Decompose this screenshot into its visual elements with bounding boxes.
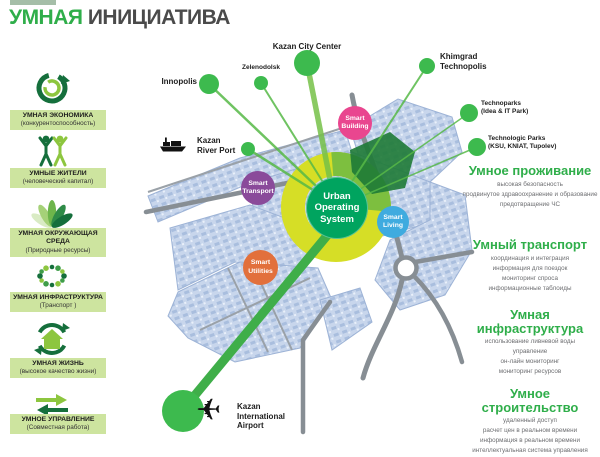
page-title-rest: ИНИЦИАТИВА	[82, 6, 231, 29]
airplane-icon: ✈	[196, 394, 222, 427]
sidebar-item-citizens: УМНЫЕ ЖИТЕЛИ (человеческий капитал)	[10, 168, 106, 189]
poi-label-kazan-city-center: Kazan City Center	[272, 42, 342, 51]
environment-leaves-icon	[31, 200, 73, 228]
poi-technoparks-circle	[460, 104, 478, 122]
smart-life-house-icon	[34, 323, 70, 355]
panel-item: мониторинг спроса	[502, 274, 558, 282]
panel-smart-construction-ru: Умное строительство удаленный доступ рас…	[460, 387, 600, 457]
panel-item: он-лайн мониторинг	[500, 358, 560, 366]
panel-smart-infrastructure-ru: Умная инфраструктура использование ливне…	[460, 308, 600, 378]
sidebar-item-economy: УМНАЯ ЭКОНОМИКА (конкурентоспособность)	[10, 110, 106, 131]
infrastructure-dots-icon	[37, 264, 67, 288]
hub-urban-operating-system: Urban Operating System	[306, 177, 368, 239]
poi-label-innopolis: Innopolis	[161, 77, 197, 86]
sidebar-item-governance: УМНОЕ УПРАВЛЕНИЕ (Совместная работа)	[10, 414, 106, 435]
page-title-highlight: УМНАЯ	[9, 6, 83, 29]
panel-smart-living-ru: Умное проживание высокая безопасность пр…	[460, 164, 600, 210]
citizens-icon	[38, 135, 68, 167]
governance-arrows-icon	[36, 394, 68, 416]
poi-airport-circle	[162, 390, 204, 432]
poi-label-technologic-parks: Technologic Parks (KSU, KNIAT, Tupolev)	[488, 135, 557, 150]
poi-label-technoparks: Technoparks (Idea & IT Park)	[481, 100, 529, 115]
economy-cycle-icon	[36, 72, 70, 104]
sidebar-item-title: УМНАЯ ЭКОНОМИКА	[22, 112, 94, 119]
poi-river-port-circle	[241, 142, 255, 156]
hub-smart-transport: Smart Transport	[241, 171, 275, 205]
panel-item: использование ливневой воды	[484, 338, 576, 346]
poi-label-khimgrad: Khimgrad Technopolis	[440, 52, 487, 71]
sidebar-item-subtitle: (высокое качество жизни)	[19, 368, 97, 376]
sidebar-item-subtitle: (Природные ресурсы)	[25, 246, 91, 254]
panel-item: удаленный доступ	[503, 417, 557, 425]
ship-icon	[160, 137, 186, 152]
sidebar-item-infrastructure: УМНАЯ ИНФРАСТРУКТУРА (Транспорт )	[10, 292, 106, 313]
airport-link-line	[182, 229, 334, 409]
hub-smart-utilities: Smart Utilities	[243, 250, 278, 285]
panel-heading: Умное проживание	[468, 163, 592, 178]
sidebar-item-environment: УМНАЯ ОКРУЖАЮЩАЯ СРЕДА (Природные ресурс…	[10, 228, 106, 257]
panel-item: информация в реальном времени	[479, 437, 581, 445]
sidebar-item-title: УМНОЕ УПРАВЛЕНИЕ	[21, 416, 95, 423]
sidebar-item-title: УМНЫЕ ЖИТЕЛИ	[29, 170, 87, 177]
panel-item: управление	[512, 348, 548, 356]
panel-item: интеллектуальная система управления	[472, 447, 588, 455]
panel-heading: Умный транспорт	[472, 237, 588, 252]
panel-item: мониторинг ресурсов	[498, 368, 562, 376]
sidebar-item-subtitle: (Совместная работа)	[26, 424, 90, 432]
park-area	[350, 132, 415, 194]
panel-heading: Умная инфраструктура	[476, 307, 584, 336]
poi-label-zelenodolsk: Zelenodolsk	[242, 64, 280, 71]
logo-bar	[10, 0, 56, 5]
panel-smart-transport-ru: Умный транспорт координация и интеграция…	[460, 238, 600, 294]
sidebar-item-title: УМНАЯ ИНФРАСТРУКТУРА	[13, 294, 103, 301]
panel-item: информационные таблоиды	[488, 284, 572, 292]
sidebar-item-subtitle: (человеческий капитал)	[22, 178, 94, 186]
panel-item: высокая безопасность	[497, 180, 563, 188]
poi-innopolis-circle	[199, 74, 219, 94]
poi-zelenodolsk-circle	[254, 76, 268, 90]
poi-technologic-parks-circle	[468, 138, 486, 156]
panel-item: продвинутое здравоохранение и образовани…	[462, 190, 598, 198]
panel-item: расчет цен в реальном времени	[482, 427, 578, 435]
poi-khimgrad-circle	[419, 58, 435, 74]
sidebar-item-title: УМНАЯ ОКРУЖАЮЩАЯ СРЕДА	[18, 230, 98, 246]
sidebar-item-title: УМНАЯ ЖИЗНЬ	[32, 360, 84, 367]
poi-label-river-port: Kazan River Port	[197, 136, 236, 155]
roundabout	[393, 255, 419, 281]
hub-smart-living: Smart Living	[377, 206, 409, 238]
hub-smart-building: Smart Building	[338, 106, 372, 140]
panel-heading: Умное строительство	[481, 386, 579, 415]
sidebar-item-subtitle: (Транспорт )	[39, 302, 77, 310]
panel-item: координация и интеграция	[490, 254, 570, 262]
sidebar-item-subtitle: (конкурентоспособность)	[20, 120, 96, 128]
panel-item: предотвращение ЧС	[499, 200, 561, 208]
sidebar-item-smart-life: УМНАЯ ЖИЗНЬ (высокое качество жизни)	[10, 358, 106, 379]
panel-item: информация для поездок	[492, 264, 568, 272]
poi-label-airport: Kazan International Airport	[237, 402, 286, 431]
poi-kazan-city-center-circle	[294, 50, 320, 76]
page-title: УМНАЯ ИНИЦИАТИВА	[9, 6, 230, 30]
